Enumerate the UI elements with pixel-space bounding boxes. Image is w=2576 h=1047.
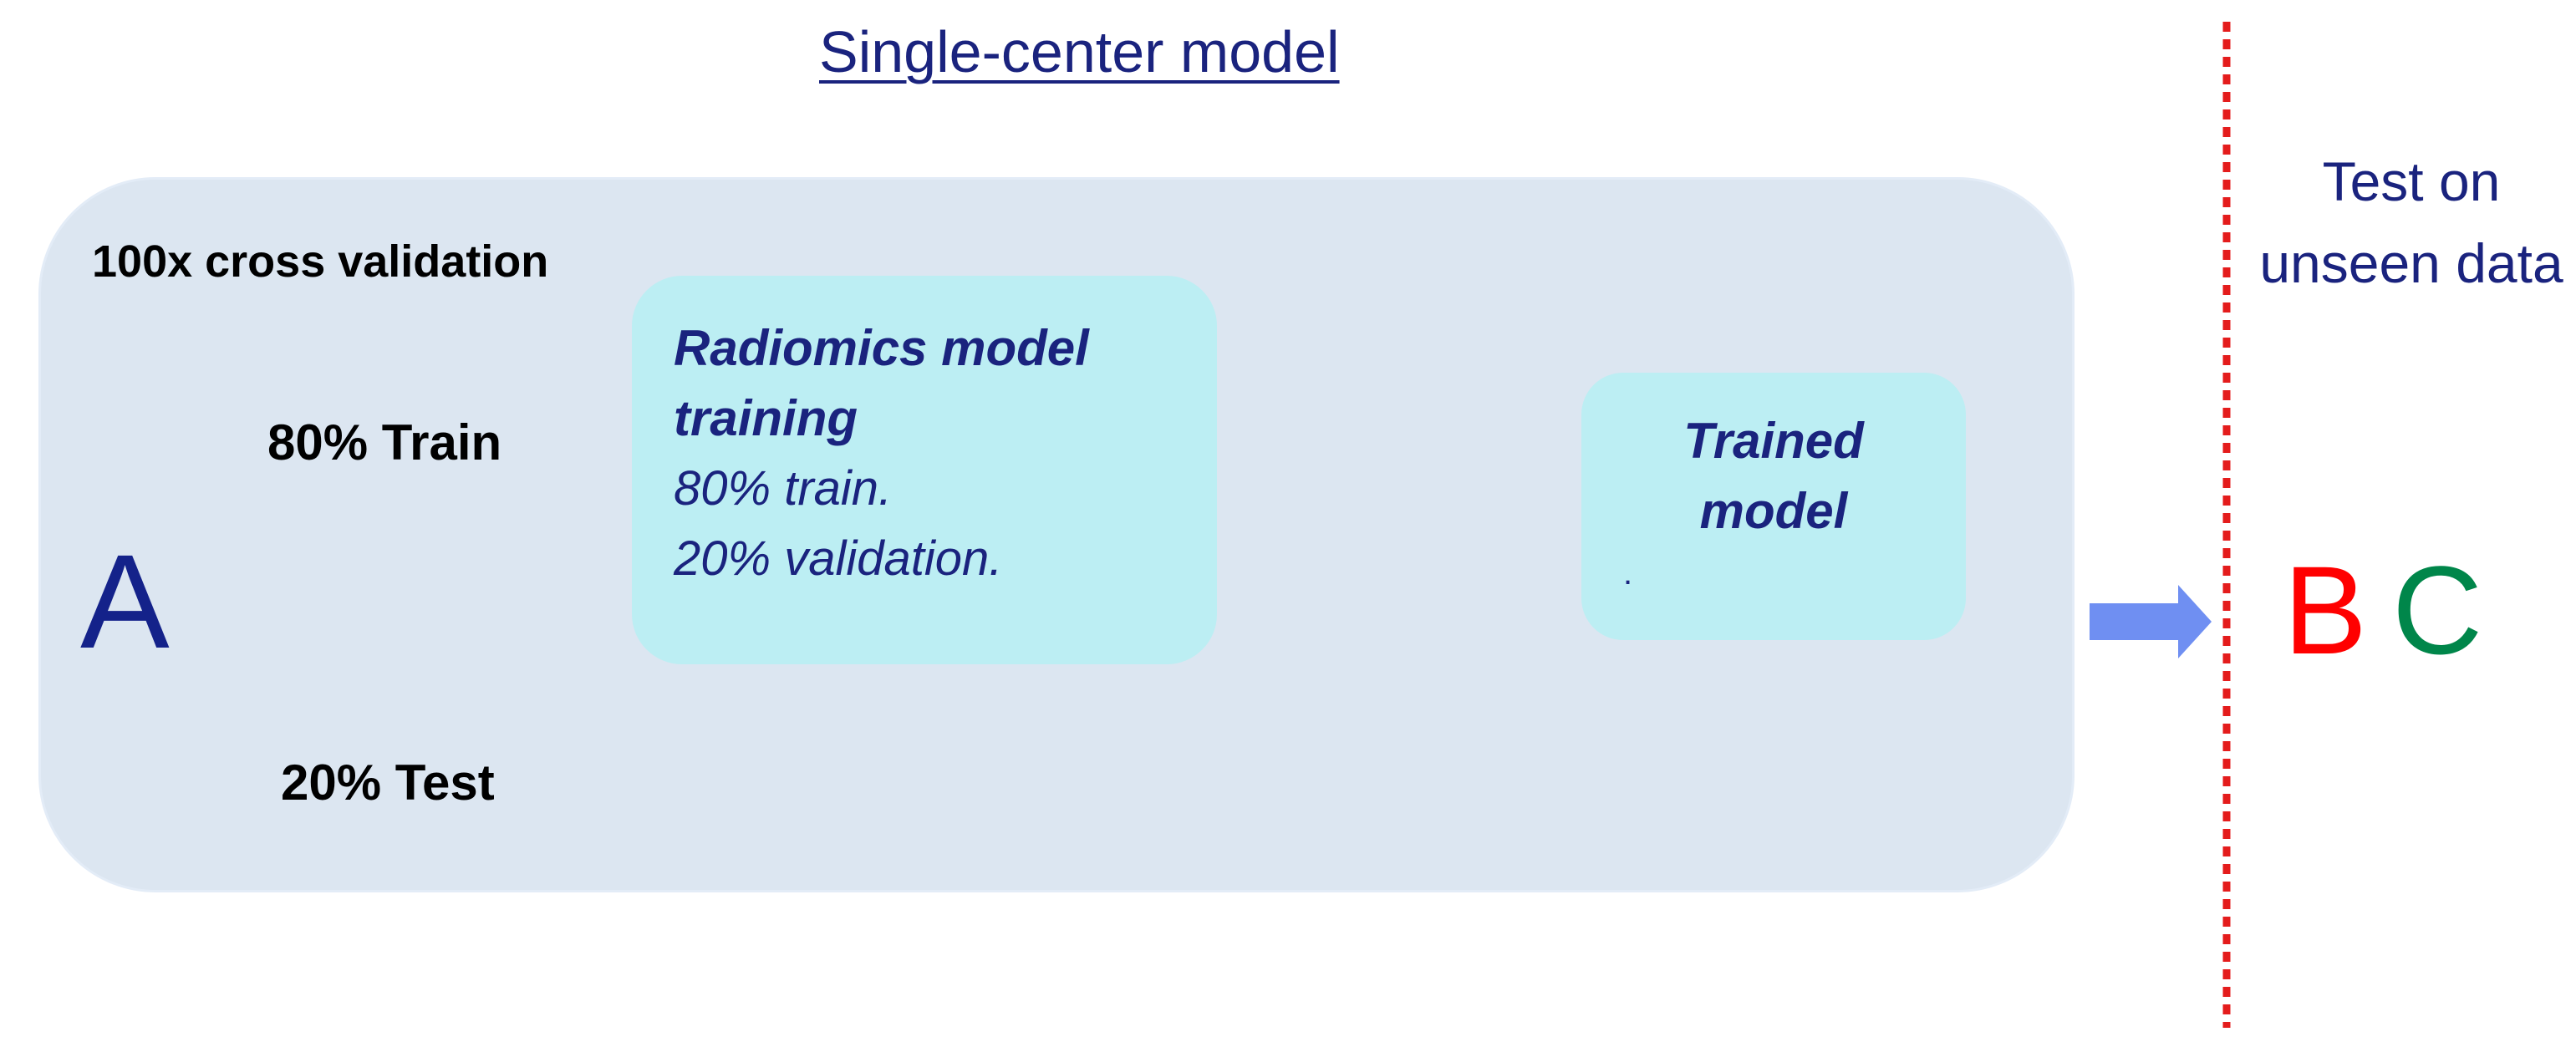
trained-model-line2: model bbox=[1699, 483, 1848, 539]
test-unseen-line1: Test on bbox=[2322, 150, 2501, 212]
arrow-to-unseen bbox=[2090, 603, 2181, 640]
dataset-a-label: A bbox=[80, 526, 170, 676]
trained-model-line1: Trained bbox=[1683, 413, 1864, 469]
train-split-label: 80% Train bbox=[267, 414, 502, 470]
arrow-to-unseen-head bbox=[2178, 585, 2212, 658]
diagram-title: Single-center model bbox=[819, 19, 1340, 84]
trained-model-box: Trained model . bbox=[1581, 373, 1966, 640]
radiomics-training-box: Radiomics model training 80% train. 20% … bbox=[632, 276, 1217, 664]
cross-validation-label: 100x cross validation bbox=[92, 236, 549, 287]
dataset-b-label: B bbox=[2283, 540, 2368, 680]
trained-model-dot: . bbox=[1623, 555, 1633, 592]
dataset-c-label: C bbox=[2392, 540, 2483, 680]
training-heading-line1: Radiomics model bbox=[674, 320, 1089, 376]
training-split-validation: 20% validation. bbox=[674, 531, 1003, 586]
training-heading-line2: training bbox=[674, 390, 858, 446]
training-split-train: 80% train. bbox=[674, 461, 893, 516]
test-unseen-label: Test on unseen data bbox=[2248, 140, 2574, 304]
test-split-label: 20% Test bbox=[281, 755, 495, 811]
test-unseen-line2: unseen data bbox=[2259, 232, 2563, 294]
